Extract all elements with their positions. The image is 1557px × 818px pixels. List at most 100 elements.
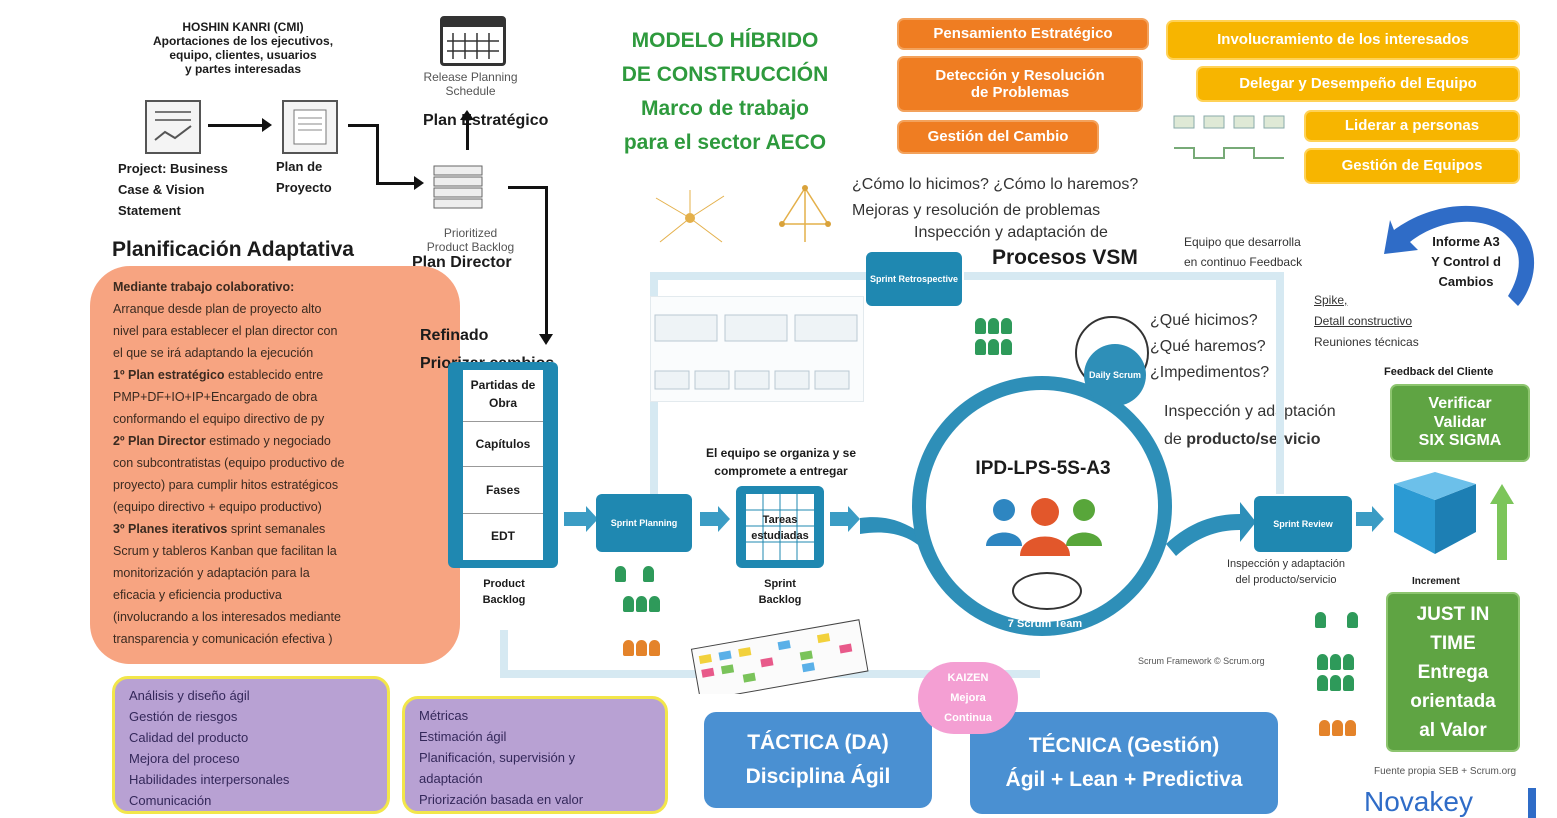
tactica-line-1: TÁCTICA (DA) [747,731,889,754]
person-icon [1343,675,1354,691]
people-group-icon [986,498,1102,556]
planificacion-line: Mediante trabajo colaborativo: [113,276,433,298]
inspeccion-line-2: de [1164,431,1187,448]
planificacion-line: monitorización y adaptación para la [113,562,433,584]
person-icon [1345,720,1356,736]
modelo-line-2: DE CONSTRUCCIÓN [621,63,829,86]
comp-item: Priorización basada en valor [419,792,584,807]
flow-arrow [700,512,720,526]
comp-item: Habilidades interpersonales [129,772,290,787]
kaizen-line-1: KAIZEN [947,672,989,684]
development-team-icon [974,318,1028,360]
planificacion-line: PMP+DF+IO+IP+Encargado de obra [113,386,433,408]
person-icon [615,566,626,582]
tecnica-line-2: Ágil + Lean + Predictiva [1005,768,1243,791]
person-icon [1332,720,1343,736]
planificacion-line-text: eficacia y eficiencia productiva [113,588,282,602]
stakeholders-icon-left [614,566,674,587]
comp-item: Calidad del producto [129,730,249,745]
tactica-line-2: Disciplina Ágil [745,765,891,788]
arrow-head-icon [262,118,272,132]
comp-item: Estimación ágil [419,729,507,744]
planificacion-line-text: Scrum y tableros Kanban que facilitan la [113,544,337,558]
person-icon [623,640,634,656]
plan-proyecto-doc-icon [282,100,338,154]
product-backlog-label: Product Backlog [460,576,548,608]
comp-item: Métricas [419,708,469,723]
refinado-line-1: Refinado [420,327,489,344]
center-title: IPD-LPS-5S-A3 [975,458,1111,479]
planificacion-line: transparencia y comunicación efectiva ) [113,628,433,650]
informe-line-1: Informe A3 [1432,234,1500,249]
connector-line [508,186,548,189]
planificacion-line-text: PMP+DF+IO+IP+Encargado de obra [113,390,318,404]
informe-line-2: Y Control d [1431,254,1501,269]
feedback-loop-line [1276,272,1284,494]
dev-team-icon-right [1316,654,1370,696]
person-icon [1319,720,1330,736]
tecnica-line-1: TÉCNICA (Gestión) [1028,734,1220,757]
product-backlog-label-1: Product [483,578,525,590]
planificacion-line: 1º Plan estratégico establecido entre [113,364,433,386]
planificacion-line: 3º Planes iterativos sprint semanales [113,518,433,540]
stakeholders-orange-icon-left [622,640,672,661]
kaizen-line-3: Continua [944,712,992,724]
daily-q3: ¿Impedimentos? [1150,364,1270,381]
daily-questions: ¿Qué hicimos? ¿Qué haremos? ¿Impedimento… [1150,308,1269,386]
jit-line-1: JUST IN [1416,603,1490,625]
comp-item: Mejora del proceso [129,751,240,766]
backlog-line-1: Prioritized [443,226,498,240]
planificacion-line: nivel para establecer el plan director c… [113,320,433,342]
spike-note: Spike, Detall constructivo Reuniones téc… [1314,290,1419,353]
inspeccion-line-2b: producto/servicio [1186,431,1321,448]
arrow-up-icon [460,110,474,120]
network-thumbnail [770,184,840,246]
stakeholders-orange-icon [1318,720,1372,741]
informe-a3: Informe A3 Y Control d Cambios [1416,232,1516,292]
skill-gestion-equipos: Gestión de Equipos [1304,148,1520,184]
retrospective-board-thumbnail [650,296,864,402]
planificacion-line-text: establecido entre [224,368,324,382]
curved-blue-arrow-icon [1384,205,1535,306]
person-icon [1343,654,1354,670]
tareas-estudiadas-label: Tareas estudiadas [751,514,809,542]
vsm-title: Procesos VSM [992,246,1138,269]
planificacion-line-text: Arranque desde plan de proyecto alto [113,302,322,316]
plan-proyecto-line-1: Plan de [276,159,323,174]
jit-line-5: al Valor [1419,719,1487,741]
flow-arrow [830,512,850,526]
arrow-up-line [466,118,469,150]
planificacion-line-text: conformando el equipo directivo de py [113,412,325,426]
logo-bar [1528,788,1536,818]
business-case-line-2: Case & Vision [118,182,205,197]
tecnica-box: TÉCNICA (Gestión) Ágil + Lean + Predicti… [970,712,1278,814]
equipo-feedback-note: Equipo que desarrolla en continuo Feedba… [1184,232,1302,272]
jit-line-2: TIME [1430,632,1476,654]
hoshin-sub-3: y partes interesadas [184,62,302,76]
planificacion-line-text: transparencia y comunicación efectiva ) [113,632,333,646]
plan-proyecto-label: Plan de Proyecto [276,156,332,198]
planificacion-line: conformando el equipo directivo de py [113,408,433,430]
planificacion-heading: Planificación Adaptativa [112,238,354,261]
planificacion-line: Scrum y tableros Kanban que facilitan la [113,540,433,562]
plan-director-label: Plan Director [412,254,512,271]
curved-arrow-out-icon [1166,502,1256,556]
person-icon [1317,675,1328,691]
jit-line-4: orientada [1410,690,1496,712]
connector-line [376,124,379,184]
equipo-feedback-line-2: en continuo Feedback [1184,255,1303,269]
novakey-logo: Novakey [1364,786,1473,817]
just-in-time-box: JUST IN TIME Entrega orientada al Valor [1386,592,1520,752]
verificar-box: Verificar Validar SIX SIGMA [1390,384,1530,462]
skill-deteccion-resolucion: Detección y Resolución de Problemas [897,56,1143,112]
planificacion-line: el que se irá adaptando la ejecución [113,342,433,364]
release-planning-label: Release Planning Schedule [388,70,553,98]
open-box-icon [1394,472,1476,554]
skill-pensamiento-estrategico: Pensamiento Estratégico [897,18,1149,50]
planificacion-line-text: sprint semanales [227,522,326,536]
inspeccion-producto: Inspección y adaptación de producto/serv… [1164,398,1336,454]
person-icon [643,566,654,582]
backlog-row-capitulos: Capítulos [463,422,543,467]
person-icon [1001,318,1012,334]
vsm-q1: ¿Cómo lo hicimos? ¿Cómo lo haremos? [852,176,1139,193]
